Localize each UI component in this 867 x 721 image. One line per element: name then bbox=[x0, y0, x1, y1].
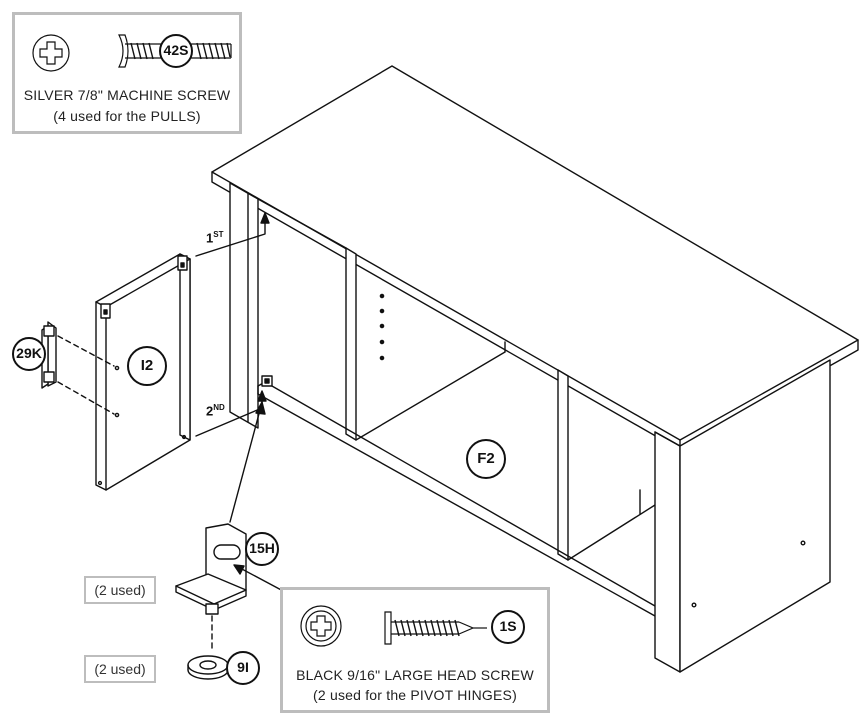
phillips-head-icon bbox=[32, 34, 70, 72]
top-hardware-box: 42S SILVER 7/8" MACHINE SCREW (4 used fo… bbox=[12, 12, 242, 134]
cabinet-left-side bbox=[229, 182, 259, 429]
callout-i2: I2 bbox=[127, 346, 167, 386]
door-pull bbox=[41, 321, 115, 415]
pivot-hinge-part bbox=[175, 401, 301, 651]
cabinet-right-side bbox=[654, 359, 831, 673]
cabinet-interior bbox=[257, 198, 656, 561]
step-second-label: 2ND bbox=[206, 403, 225, 418]
callout-29k: 29K bbox=[12, 337, 46, 371]
arrow-first-step bbox=[195, 212, 270, 257]
step-first-number: 1 bbox=[206, 230, 214, 246]
top-box-line1: SILVER 7/8" MACHINE SCREW bbox=[23, 87, 231, 103]
callout-42s: 42S bbox=[159, 34, 193, 68]
hinge-used-label: (2 used) bbox=[84, 576, 156, 604]
machine-screw-icon bbox=[118, 34, 232, 68]
cabinet-bottom-shelf bbox=[257, 375, 656, 617]
phillips-head-icon bbox=[300, 605, 342, 647]
step-second-suffix: ND bbox=[213, 403, 225, 412]
cabinet-top bbox=[211, 65, 859, 451]
bottom-hardware-box: 1S BLACK 9/16" LARGE HEAD SCREW (2 used … bbox=[280, 587, 550, 713]
bottom-box-line1: BLACK 9/16" LARGE HEAD SCREW bbox=[296, 667, 534, 683]
large-head-screw-icon bbox=[384, 611, 487, 645]
bottom-box-line2: (2 used for the PIVOT HINGES) bbox=[313, 687, 517, 703]
callout-f2: F2 bbox=[466, 439, 506, 479]
top-box-line2: (4 used for the PULLS) bbox=[53, 108, 201, 124]
step-second-number: 2 bbox=[206, 403, 214, 419]
callout-9i: 9I bbox=[226, 651, 260, 685]
washer-part bbox=[187, 655, 229, 680]
step-first-label: 1ST bbox=[206, 230, 223, 245]
callout-15h: 15H bbox=[245, 532, 279, 566]
callout-1s: 1S bbox=[491, 610, 525, 644]
step-first-suffix: ST bbox=[213, 230, 224, 239]
washer-used-label: (2 used) bbox=[84, 655, 156, 683]
